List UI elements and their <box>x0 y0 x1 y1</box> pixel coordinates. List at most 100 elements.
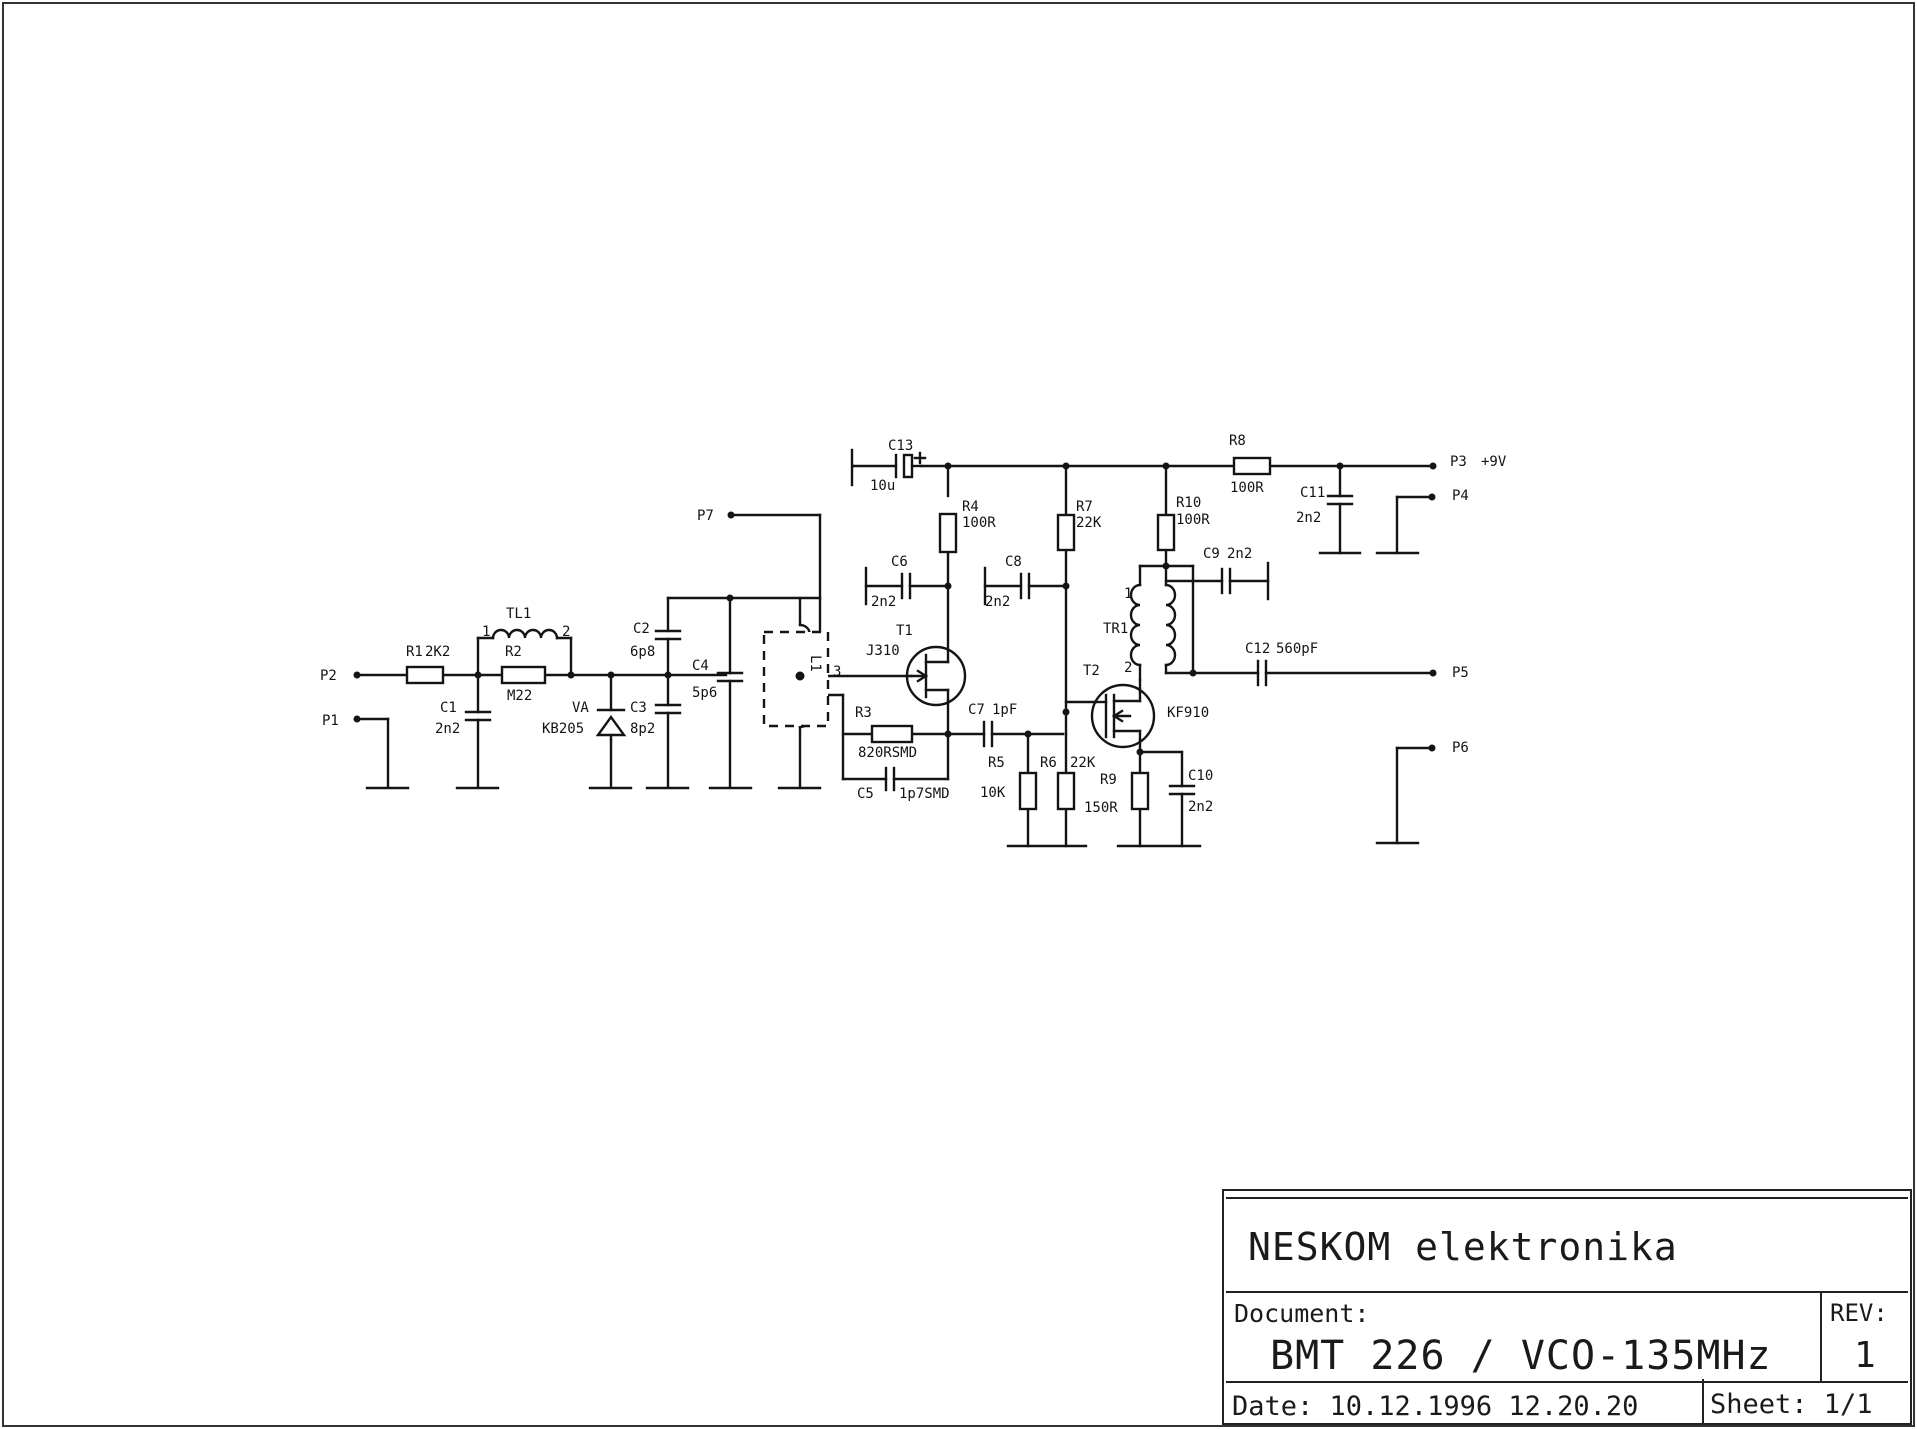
capacitor-c8 <box>1019 572 1031 600</box>
revision-cell: REV: 1 <box>1820 1293 1908 1381</box>
title-block-company-row: NESKOM elektronika <box>1226 1197 1908 1277</box>
port-p7-label: P7 <box>697 508 714 524</box>
capacitor-c12 <box>1256 659 1268 687</box>
c7-ref: C7 <box>968 702 985 718</box>
capacitor-c1 <box>464 710 492 722</box>
capacitors <box>464 451 1354 796</box>
port-p5-label: P5 <box>1452 665 1469 681</box>
inductors <box>491 583 1177 729</box>
document-date: Date: 10.12.1996 12.20.20 <box>1232 1391 1639 1422</box>
r9-value: 150R <box>1084 800 1118 816</box>
resistor-r7 <box>1056 513 1076 552</box>
l1-tap: 3 <box>833 664 841 680</box>
capacitor-c11 <box>1326 494 1354 506</box>
l1-shield <box>762 630 830 728</box>
title-block-document-row: Document: BMT 226 / VCO-135MHz REV: 1 <box>1226 1291 1908 1383</box>
c6-ref: C6 <box>891 554 908 570</box>
c11-ref: C11 <box>1300 485 1325 501</box>
r4-value: 100R <box>962 515 996 531</box>
c1-value: 2n2 <box>435 721 460 737</box>
r6-ref: R6 <box>1040 755 1057 771</box>
resistor-r3 <box>870 724 914 744</box>
capacitor-c10 <box>1168 784 1196 796</box>
capacitor-c6 <box>900 572 912 600</box>
tr1-ref: TR1 <box>1103 621 1128 637</box>
varactor-diode <box>595 708 627 742</box>
document-label: Document: <box>1234 1299 1370 1328</box>
r2-ref: R2 <box>505 644 522 660</box>
c12-ref: C12 <box>1245 641 1270 657</box>
c3-ref: C3 <box>630 700 647 716</box>
c1-ref: C1 <box>440 700 457 716</box>
tr1-pin2: 2 <box>1124 660 1132 676</box>
r1-ref: R1 <box>406 644 423 660</box>
resistor-r1 <box>405 665 445 685</box>
r5-ref: R5 <box>988 755 1005 771</box>
c9-value: 2n2 <box>1227 546 1252 562</box>
c9-ref: C9 <box>1203 546 1220 562</box>
r1-value: 2K2 <box>425 644 450 660</box>
c10-ref: C10 <box>1188 768 1213 784</box>
capacitor-c2 <box>654 629 682 641</box>
c8-ref: C8 <box>1005 554 1022 570</box>
title-block: NESKOM elektronika Document: BMT 226 / V… <box>1222 1189 1912 1425</box>
capacitor-c9 <box>1220 567 1232 595</box>
sheet-cell: Sheet: 1/1 <box>1702 1379 1910 1423</box>
t1-value: J310 <box>866 643 900 659</box>
resistor-r8 <box>1232 456 1272 476</box>
capacitor-c7 <box>982 720 994 748</box>
resistors <box>405 456 1272 811</box>
resistor-r2 <box>500 665 547 685</box>
t2-value: KF910 <box>1167 705 1209 721</box>
revision-number: 1 <box>1854 1335 1876 1376</box>
c4-value: 5p6 <box>692 685 717 701</box>
c13-value: 10u <box>870 478 895 494</box>
t1-ref: T1 <box>896 623 913 639</box>
resistor-r10 <box>1156 513 1176 552</box>
ground-symbols <box>365 448 1420 848</box>
resistor-r4 <box>938 512 958 554</box>
transistor-t1 <box>905 645 967 707</box>
c5-value: 1p7SMD <box>899 786 950 802</box>
port-p3-supply: +9V <box>1481 454 1507 470</box>
va-value: KB205 <box>542 721 584 737</box>
transistor-t2 <box>1090 683 1156 749</box>
port-p1-label: P1 <box>322 713 339 729</box>
transformer-tr1-secondary <box>1164 583 1177 667</box>
r3-ref: R3 <box>855 705 872 721</box>
r5-value: 10K <box>980 785 1006 801</box>
r9-ref: R9 <box>1100 772 1117 788</box>
revision-label: REV: <box>1830 1299 1888 1327</box>
c3-value: 8p2 <box>630 721 655 737</box>
port-p2-label: P2 <box>320 668 337 684</box>
tl1-pin2: 2 <box>562 624 570 640</box>
port-p6-label: P6 <box>1452 740 1469 756</box>
tl1-pin1: 1 <box>482 624 490 640</box>
c13-ref: C13 <box>888 438 913 454</box>
capacitor-c5 <box>884 766 896 792</box>
c7-value: 1pF <box>992 702 1017 718</box>
c8-value: 2n2 <box>985 594 1010 610</box>
r4-ref: R4 <box>962 499 979 515</box>
t2-ref: T2 <box>1083 663 1100 679</box>
c10-value: 2n2 <box>1188 799 1213 815</box>
r8-value: 100R <box>1230 480 1264 496</box>
c11-value: 2n2 <box>1296 510 1321 526</box>
component-labels: R1 2K2 R2 M22 TL1 1 2 C1 2n2 VA KB205 C2… <box>406 433 1325 816</box>
r3-value: 820RSMD <box>858 745 917 761</box>
inductor-tl1 <box>491 628 559 640</box>
r7-value: 22K <box>1076 515 1102 531</box>
resistor-r9 <box>1130 771 1150 811</box>
resistor-r6 <box>1056 771 1076 811</box>
transformer-tr1-primary <box>1129 583 1142 667</box>
company-name: NESKOM elektronika <box>1248 1225 1678 1269</box>
sheet-number: Sheet: 1/1 <box>1710 1389 1873 1420</box>
c6-value: 2n2 <box>871 594 896 610</box>
r8-ref: R8 <box>1229 433 1246 449</box>
r7-ref: R7 <box>1076 499 1093 515</box>
c5-ref: C5 <box>857 786 874 802</box>
capacitor-c13 <box>894 451 927 479</box>
capacitor-c3 <box>654 703 682 715</box>
